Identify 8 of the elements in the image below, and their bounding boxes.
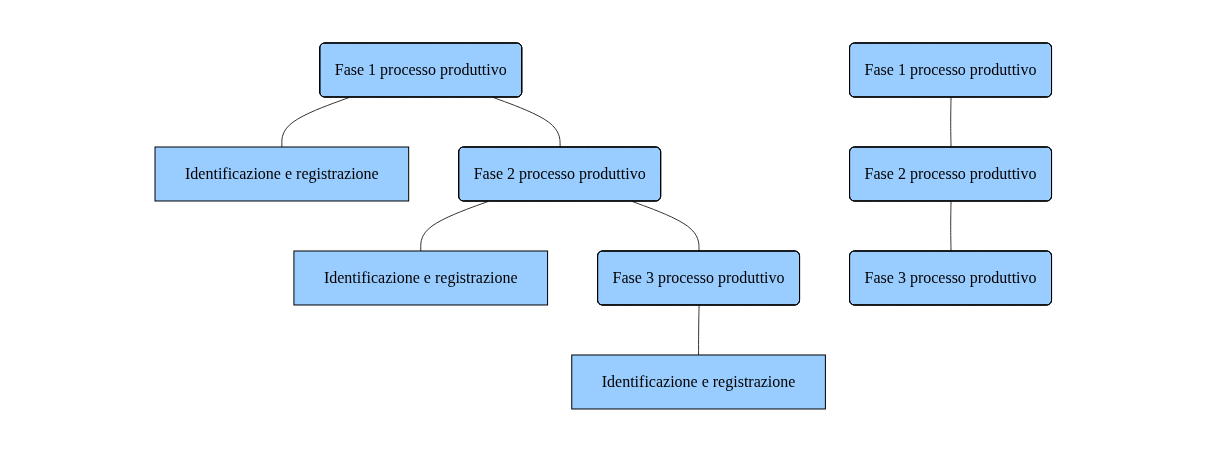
connector [631,201,700,252]
node-box: Identificazione e registrazione [570,354,826,410]
connector [419,201,489,252]
connector [697,305,700,356]
connector [949,201,952,252]
node-box: Identificazione e registrazione [293,250,548,306]
node-box: Identificazione e registrazione [154,146,409,202]
connector [949,97,952,148]
